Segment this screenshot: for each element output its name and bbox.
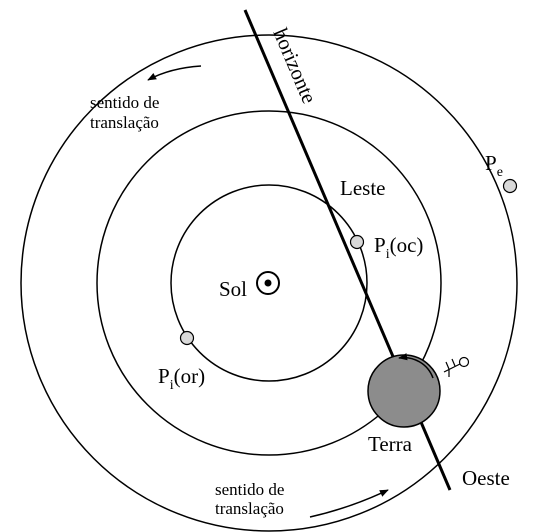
sun-icon	[257, 272, 279, 294]
observer-icon	[444, 358, 469, 378]
earth-label: Terra	[368, 432, 413, 456]
translation-bottom-line2: translação	[215, 499, 284, 518]
planet-pi-oc	[351, 236, 364, 249]
planet-pi-or	[181, 332, 194, 345]
planet-pe	[504, 180, 517, 193]
translation-top-line2: translação	[90, 113, 159, 132]
horizon-label: horizonte	[268, 25, 321, 107]
sun-label: Sol	[219, 277, 247, 301]
west-label: Oeste	[462, 466, 510, 490]
translation-top-line1: sentido de	[90, 93, 159, 112]
pi-or-label: Pi(or)	[158, 364, 205, 393]
translation-bottom-line1: sentido de	[215, 480, 284, 499]
pe-label: Pe	[485, 151, 503, 180]
pi-oc-label: Pi(oc)	[374, 233, 423, 262]
translation-arrow-top	[148, 66, 201, 80]
earth	[368, 355, 440, 427]
east-label: Leste	[340, 176, 385, 200]
translation-arrow-bottom	[310, 490, 388, 517]
